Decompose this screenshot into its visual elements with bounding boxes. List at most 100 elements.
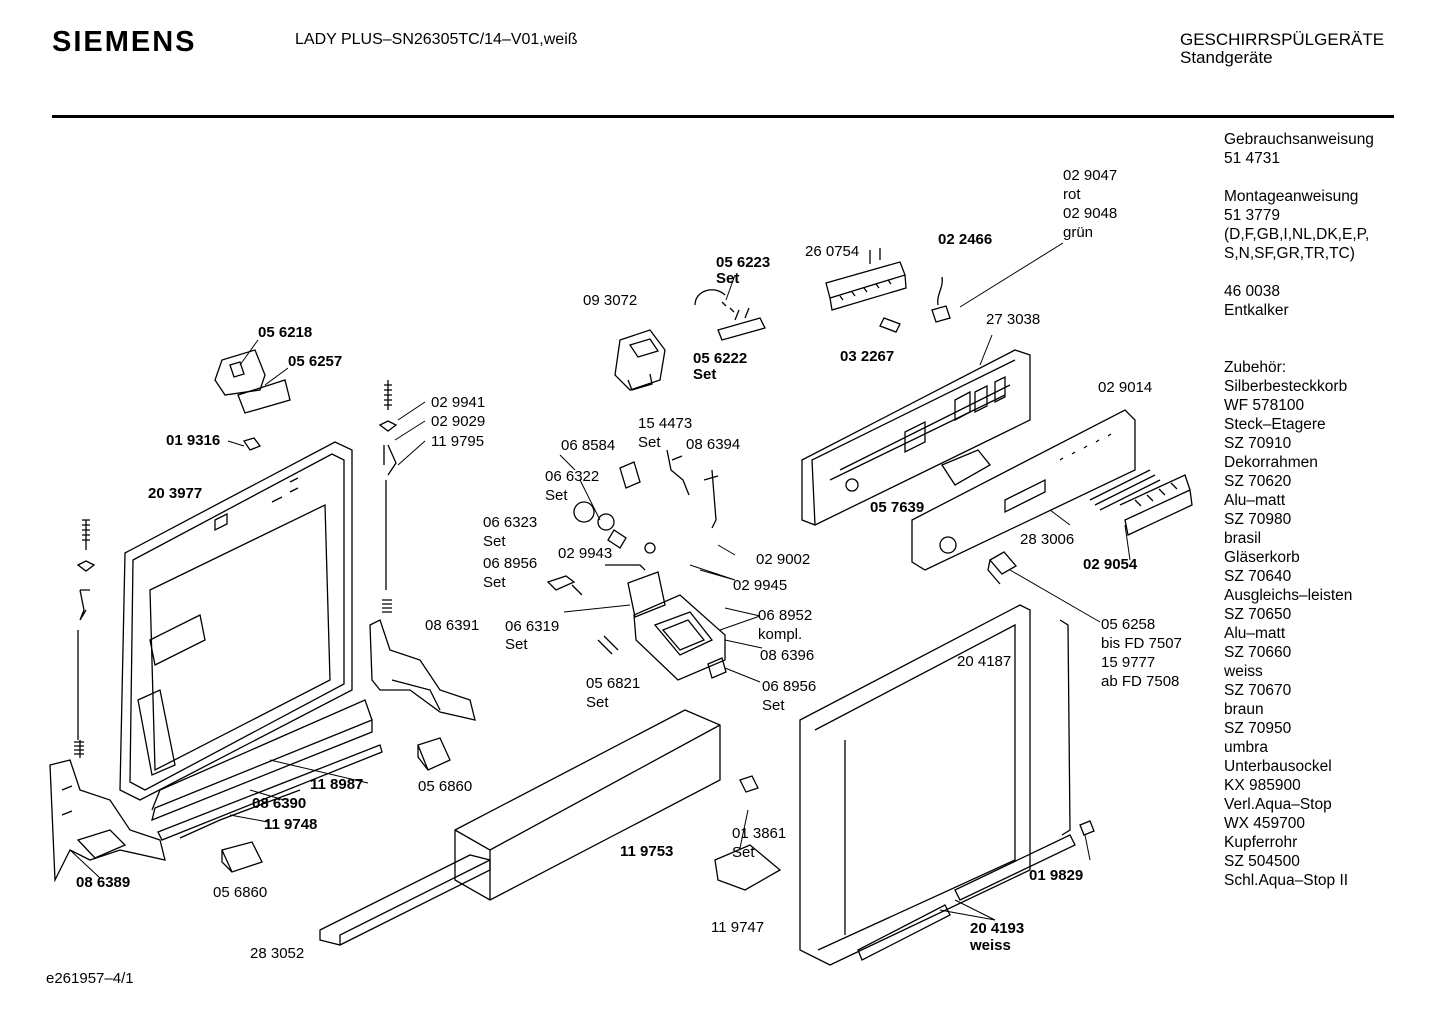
switch-kit	[694, 289, 766, 341]
accessory-line: Dekorrahmen	[1224, 454, 1318, 471]
part-label: 02 2466	[938, 231, 992, 248]
part-label: 20 4187	[957, 653, 1011, 670]
part-label: 02 9054	[1083, 556, 1138, 573]
accessory-line: SZ 504500	[1224, 853, 1300, 870]
part-label: Set	[732, 844, 755, 861]
left-hinge	[49, 759, 166, 883]
part-label: 06 8956	[762, 678, 816, 695]
accessory-line: Kupferrohr	[1224, 834, 1298, 851]
part-label: 28 3006	[1020, 531, 1074, 548]
right-hinge	[369, 619, 476, 721]
category-title: GESCHIRRSPÜLGERÄTE	[1180, 30, 1385, 49]
base-strip-28-3052	[319, 854, 491, 946]
part-label: 08 6396	[760, 647, 814, 664]
part-label: Set	[638, 434, 661, 451]
part-label: 02 9047	[1063, 167, 1117, 184]
part-label: 20 3977	[148, 485, 202, 502]
bracket-11-9747	[714, 844, 782, 891]
part-drawings	[49, 248, 1193, 966]
part-label: 08 6394	[686, 436, 740, 453]
accessory-line: Alu–matt	[1224, 492, 1286, 509]
part-label: 05 6821	[586, 675, 640, 692]
right-spring-assembly	[378, 380, 398, 613]
kick-plate	[454, 709, 721, 901]
siemens-logo: SIEMENS	[52, 26, 197, 58]
part-label: Set	[716, 270, 739, 287]
accessory-line: (D,F,GB,I,NL,DK,E,P,	[1224, 226, 1370, 243]
part-label: 01 9829	[1029, 867, 1083, 884]
push-button-set	[1119, 474, 1193, 536]
door-latch-parts	[214, 349, 291, 451]
clip-06-8584	[619, 461, 641, 489]
accessory-line: Zubehör:	[1224, 359, 1287, 376]
part-label: 02 9048	[1063, 205, 1117, 222]
knob-05-6258	[987, 551, 1018, 585]
accessory-line: Gläserkorb	[1224, 549, 1300, 566]
spacer-block-lower	[221, 841, 263, 873]
part-label: 05 7639	[870, 499, 924, 516]
part-label: Set	[545, 487, 568, 504]
accessory-line: brasil	[1224, 530, 1262, 547]
part-label: grün	[1063, 224, 1093, 241]
inner-door-panel	[119, 441, 353, 801]
part-label: 08 6390	[252, 795, 306, 812]
accessory-line: Schl.Aqua–Stop II	[1224, 872, 1349, 889]
accessory-line: Ausgleichs–leisten	[1224, 587, 1353, 604]
accessory-line: SZ 70980	[1224, 511, 1292, 528]
part-label: 15 9777	[1101, 654, 1155, 671]
door-lock-assembly	[633, 594, 726, 681]
header-divider	[52, 115, 1394, 118]
part-label: 11 9753	[620, 843, 673, 860]
accessory-line: Montageanweisung	[1224, 188, 1359, 205]
part-label: 26 0754	[805, 243, 859, 260]
accessory-line: KX 985900	[1224, 777, 1301, 794]
accessory-line: 51 4731	[1224, 150, 1281, 167]
part-label: 01 3861	[732, 825, 786, 842]
part-label: Set	[693, 366, 716, 383]
part-label: 02 9945	[733, 577, 787, 594]
accessory-line: SZ 70670	[1224, 682, 1292, 699]
part-label: 11 8987	[310, 776, 363, 793]
spring-05-6821	[597, 635, 619, 655]
part-label: 03 2267	[840, 348, 894, 365]
wire-02-9943	[605, 564, 646, 571]
terminal-strip	[825, 248, 907, 311]
cam-06-8956	[707, 657, 727, 679]
part-label: 06 8952	[758, 607, 812, 624]
accessory-line: 51 3779	[1224, 207, 1281, 224]
accessory-line: WX 459700	[1224, 815, 1305, 832]
part-label: 28 3052	[250, 945, 304, 962]
part-label: 11 9748	[264, 816, 317, 833]
part-label: weiss	[969, 937, 1011, 954]
accessory-line: 46 0038	[1224, 283, 1281, 300]
part-label: 02 9941	[431, 394, 485, 411]
accessory-line: Steck–Etagere	[1224, 416, 1326, 433]
part-label: rot	[1063, 186, 1081, 203]
part-labels: 02 9047 rot 02 9048 grün 02 2466 26 0754…	[76, 167, 1182, 962]
model-title: LADY PLUS–SN26305TC/14–V01,weiß	[295, 31, 578, 48]
accessory-line: Entkalker	[1224, 302, 1289, 319]
part-label: 11 9795	[431, 433, 484, 450]
accessory-line: SZ 70640	[1224, 568, 1292, 585]
timer-module	[614, 329, 666, 391]
spring-set-02-9014	[1089, 469, 1161, 511]
accessory-line: Verl.Aqua–Stop	[1224, 796, 1332, 813]
front-panel	[911, 409, 1136, 571]
part-label: 08 6391	[425, 617, 479, 634]
part-label: 06 6323	[483, 514, 537, 531]
part-label: 27 3038	[986, 311, 1040, 328]
decor-frame	[799, 604, 1076, 966]
part-label: 06 6319	[505, 618, 559, 635]
part-label: ab FD 7508	[1101, 673, 1179, 690]
part-label: 05 6218	[258, 324, 312, 341]
accessory-line: braun	[1224, 701, 1264, 718]
part-label: Set	[762, 697, 785, 714]
part-label: 06 6322	[545, 468, 599, 485]
part-label: 08 6389	[76, 874, 130, 891]
seal-06-6319	[627, 571, 666, 618]
accessory-line: WF 578100	[1224, 397, 1305, 414]
accessory-line: Silberbesteckkorb	[1224, 378, 1348, 395]
pin-06-8956	[546, 575, 583, 596]
lever-15-4473	[666, 449, 690, 496]
